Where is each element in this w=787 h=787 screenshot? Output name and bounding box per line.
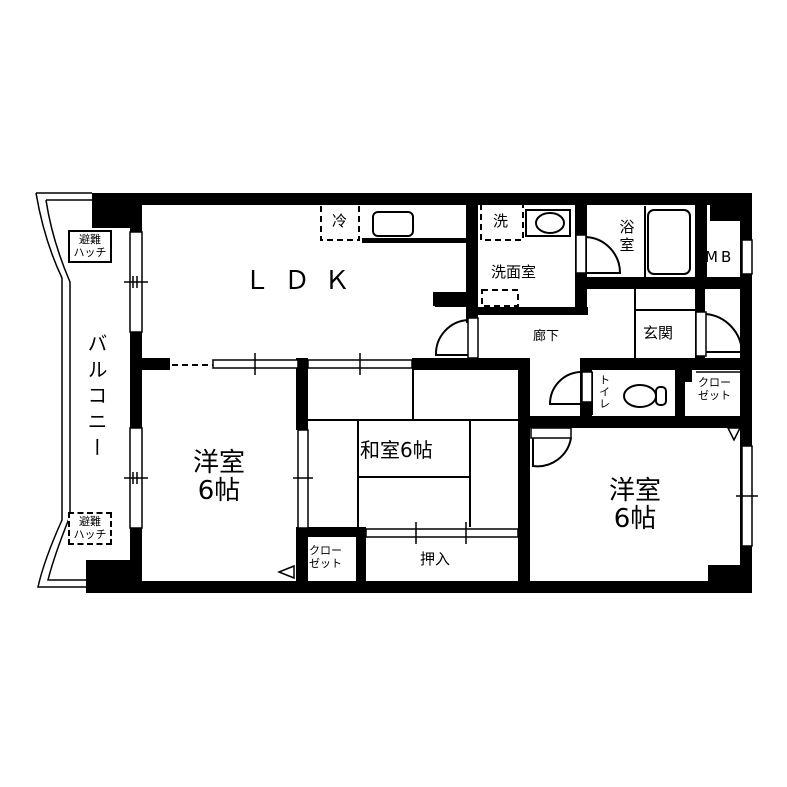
kitchen-sink-icon <box>372 211 414 237</box>
evacuation-hatch-bottom: 避難 ハッチ <box>68 512 112 546</box>
oshiire-label: 押入 <box>420 550 451 568</box>
room-name: 洋室 <box>608 476 661 506</box>
balcony-outline <box>35 192 92 588</box>
closet-left-label: クロー ゼット <box>309 544 342 570</box>
balcony-label: バルコニー <box>84 333 108 463</box>
hatch-label: 避難 ハッチ <box>73 515 107 541</box>
closet-right-label: クロー ゼット <box>698 376 731 402</box>
room-size: 6帖 <box>197 476 241 506</box>
toilet-icon <box>623 384 657 408</box>
washroom-storage <box>481 289 519 307</box>
western-room-right: 洋室 6帖 <box>600 478 670 532</box>
wash-basin-icon <box>535 212 565 234</box>
refrigerator-label: 冷 <box>332 212 348 230</box>
washer-label: 洗 <box>493 212 509 230</box>
toilet-label: トイレ <box>597 374 611 410</box>
washroom-label: 洗面室 <box>491 263 537 281</box>
meter-box-label: MB <box>705 248 735 266</box>
hatch-label: 避難 ハッチ <box>73 233 107 259</box>
refrigerator-space <box>320 203 360 241</box>
bathroom-label: 浴室 <box>619 218 635 254</box>
washer-space <box>480 203 524 241</box>
entrance-label: 玄関 <box>643 324 674 342</box>
western-room-left: 洋室 6帖 <box>184 450 254 504</box>
closet-right-door-marker <box>726 427 742 442</box>
closet-door-marker <box>276 564 295 580</box>
room-size: 6帖 <box>613 504 657 534</box>
room-name: 洋室 <box>192 448 245 478</box>
tatami-layout <box>293 370 519 544</box>
evacuation-hatch-top: 避難 ハッチ <box>68 230 112 264</box>
hallway-label: 廊下 <box>533 329 560 344</box>
ldk-label: ＬＤＫ <box>244 266 365 296</box>
interior-sliding-doors <box>172 353 413 375</box>
japanese-room-label: 和室6帖 <box>360 438 433 462</box>
bathtub-icon <box>647 209 691 275</box>
